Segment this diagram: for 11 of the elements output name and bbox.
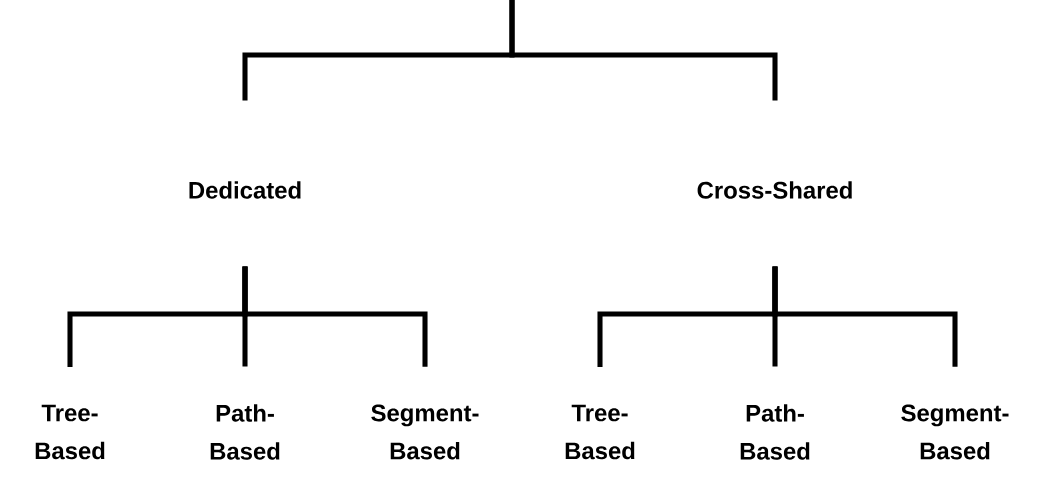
leaf-label: Path- Based (740, 404, 810, 460)
tree-line (772, 266, 958, 367)
leaf-label: Tree- Based (565, 404, 635, 460)
category-label: Dedicated (189, 181, 301, 199)
tree-line (242, 266, 428, 367)
tree-line (509, 0, 778, 101)
category-label: Cross-Shared (697, 181, 852, 199)
leaf-label: Segment- Based (901, 404, 1009, 460)
leaf-label: Segment- Based (371, 404, 479, 460)
leaf-label: Tree- Based (35, 404, 105, 460)
leaf-label: Path- Based (210, 404, 280, 460)
